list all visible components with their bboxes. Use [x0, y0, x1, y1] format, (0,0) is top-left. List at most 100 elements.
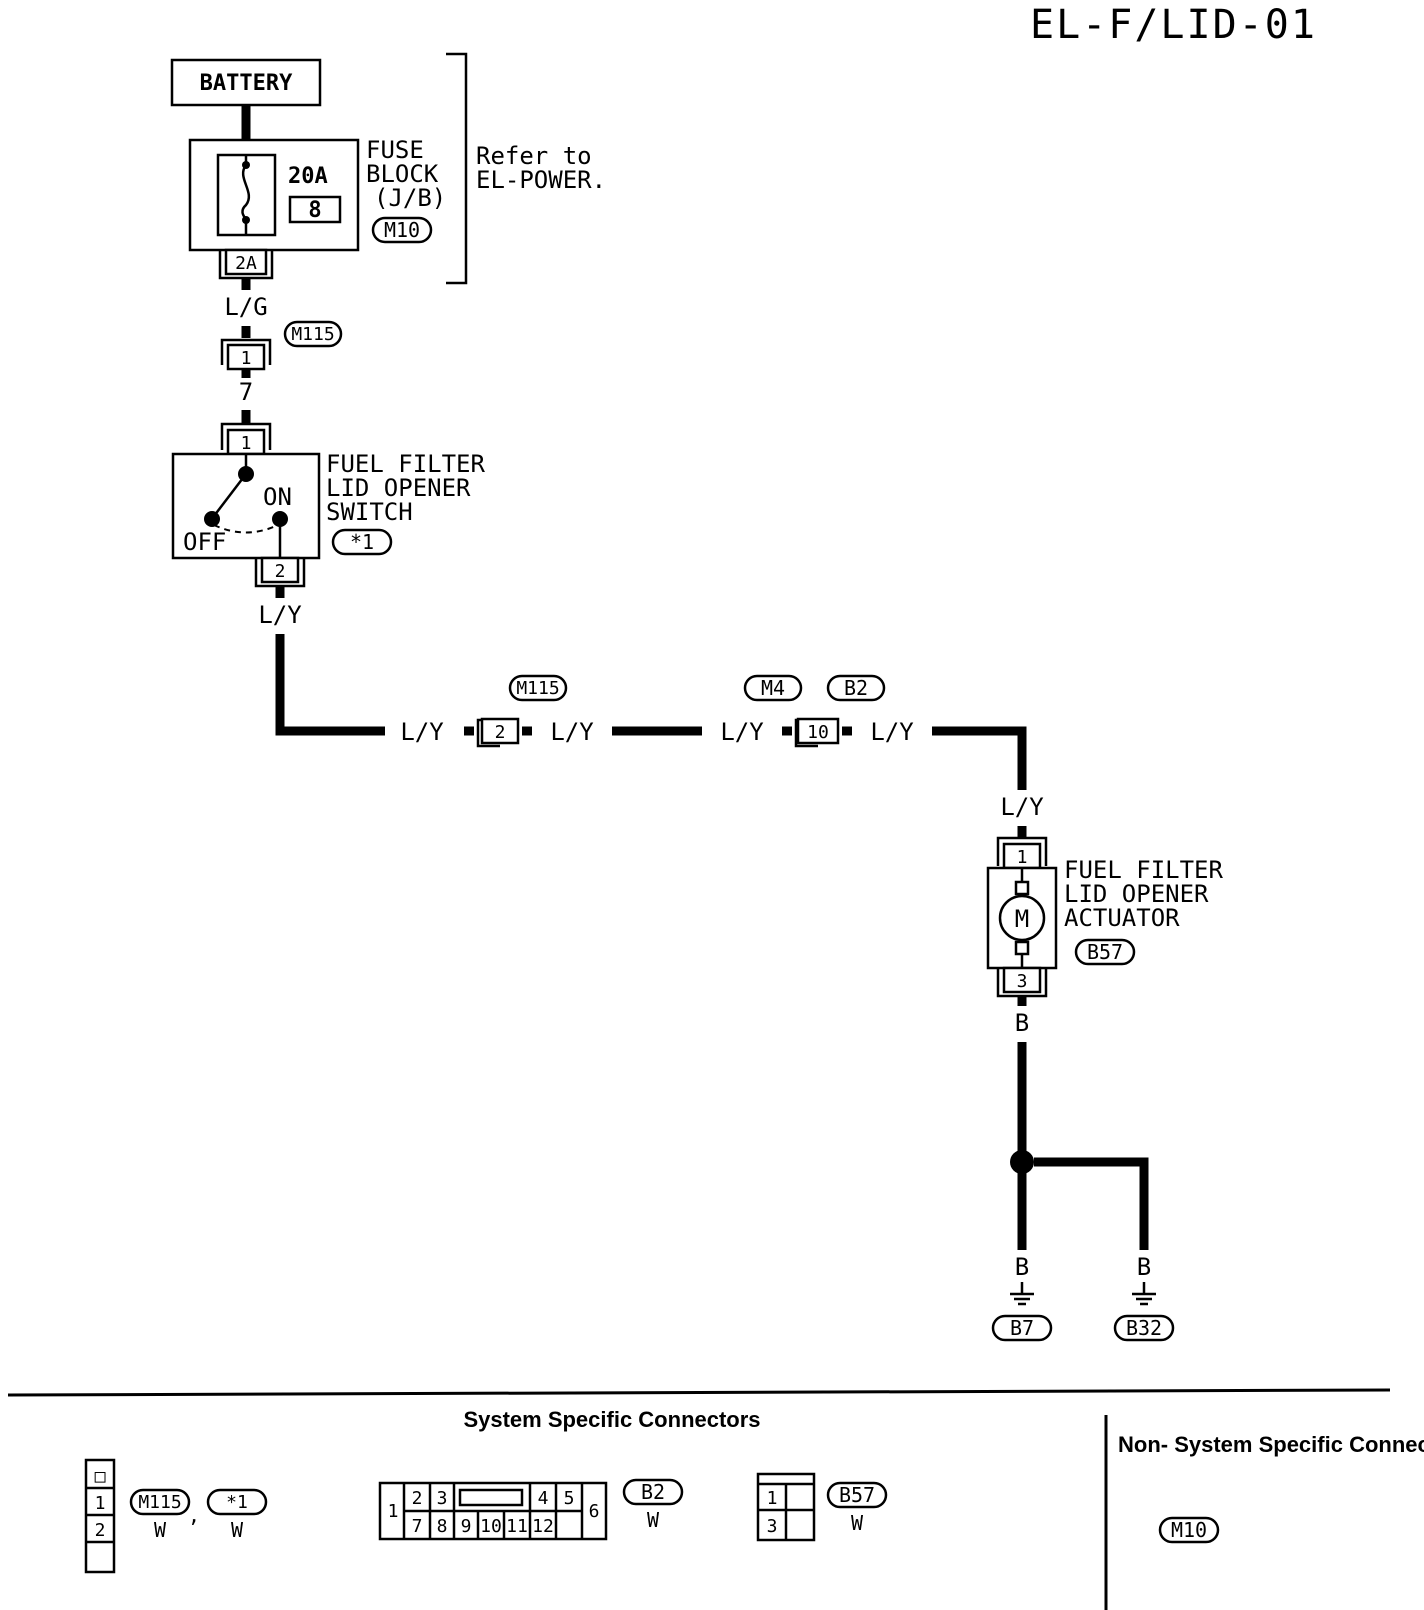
switch-connector-badge: [331, 528, 393, 556]
switch-off-label: OFF: [183, 528, 226, 556]
actuator-connector: B57: [1087, 940, 1123, 964]
legend-c3-pin3: 3: [767, 1516, 778, 1537]
legend-c3-id: B57: [839, 1483, 875, 1507]
legend-c2-badge: [622, 1478, 684, 1506]
m115-top-frame: [220, 338, 272, 365]
inline-m115-id: M115: [516, 678, 559, 699]
legend-c3-color: W: [851, 1511, 864, 1535]
switch-off-contact: [204, 511, 220, 527]
fuse-block-label-1: FUSE: [366, 136, 424, 164]
inline-m4b2-pin: 10: [807, 722, 829, 743]
switch-label-2: LID OPENER: [326, 474, 471, 502]
inline-b2-id: B2: [844, 676, 868, 700]
switch-pin-top: 1: [241, 433, 252, 454]
legend-c1-pin1: 1: [95, 1493, 106, 1514]
legend-c2-pin: 12: [532, 1516, 554, 1537]
diagram-title: EL-F/LID-01: [1030, 2, 1317, 48]
ground-icon-b7: [1010, 1282, 1034, 1306]
inline-m4-badge: [743, 674, 803, 702]
ground-b32: B32: [1126, 1316, 1162, 1340]
battery-box: [170, 58, 322, 107]
legend-c2-pin-right: 6: [589, 1501, 600, 1522]
fuse-terminal-box: [224, 248, 268, 276]
actuator-connector-badge: [1074, 938, 1136, 966]
wire-label-ly3: L/Y: [550, 718, 594, 746]
legend-c1-lock: □: [95, 1466, 106, 1487]
wire-label-b3: B: [1137, 1253, 1151, 1281]
legend-c2-pin: 7: [412, 1516, 423, 1537]
m115-mate-pin: 7: [239, 378, 253, 406]
legend-c2-pin: 10: [480, 1516, 502, 1537]
inline-m115-box: [480, 717, 520, 745]
m115-top-id: M115: [291, 324, 334, 345]
fuse-rating: 20A: [288, 164, 328, 189]
legend-m10-id: M10: [1171, 1518, 1207, 1542]
actuator-pin3-box: [1002, 966, 1042, 994]
switch-travel-path: [213, 524, 279, 534]
fuse-block-label-2: BLOCK: [366, 160, 439, 188]
switch-label-3: SWITCH: [326, 498, 413, 526]
wire-label-ly5: L/Y: [870, 718, 914, 746]
inline-m4-id: M4: [761, 676, 785, 700]
inline-m4b2-box: [796, 717, 840, 745]
refer-line-2: EL-POWER.: [476, 166, 606, 194]
legend-c2-color: W: [647, 1508, 660, 1532]
switch-pin-bottom: 2: [275, 561, 286, 582]
fuse-block-label-3: (J/B): [374, 184, 446, 212]
actuator-label-3: ACTUATOR: [1064, 904, 1180, 932]
battery-label: BATTERY: [200, 71, 293, 96]
motor-icon: [998, 894, 1046, 942]
fuse-block-connector: M10: [384, 218, 420, 242]
legend-divider: [7, 1388, 1391, 1397]
legend-c3-pin1: 1: [767, 1488, 778, 1509]
inline-m115-pin: 2: [495, 722, 506, 743]
switch-label-1: FUEL FILTER: [326, 450, 485, 478]
legend-c2-pin-left: 1: [388, 1501, 399, 1522]
legend-c2-pin: 9: [461, 1516, 472, 1537]
legend-c2-pin: 4: [538, 1488, 549, 1509]
refer-bracket: [446, 52, 468, 285]
wire-label-b1: B: [1015, 1009, 1029, 1037]
legend-c1-id-b: *1: [226, 1492, 248, 1513]
wire-switch-down: [275, 634, 385, 736]
ground-b7-badge: [991, 1314, 1053, 1342]
fuse-number-box: [288, 195, 342, 224]
legend-c1-color-b: W: [231, 1518, 244, 1542]
fuse-number: 8: [308, 198, 321, 223]
switch-on-label: ON: [263, 483, 292, 511]
legend-c2-pin: 8: [437, 1516, 448, 1537]
wire-label-ly2: L/Y: [400, 718, 444, 746]
legend-c1-badge-a: [129, 1488, 191, 1516]
legend-c2-id: B2: [641, 1480, 665, 1504]
fuse-block-connector-badge: [371, 216, 433, 244]
actuator-brush-bottom: [1014, 940, 1030, 956]
wire-to-actuator: [932, 726, 1027, 790]
wire-label-ly6: L/Y: [1000, 793, 1044, 821]
ground-b32-badge: [1113, 1314, 1175, 1342]
legend-c1-badge-b: [206, 1488, 268, 1516]
wire-label-lg: L/G: [224, 293, 267, 321]
actuator-pin1-frame: [996, 836, 1048, 866]
switch-pin1-frame: [220, 422, 272, 450]
motor-label: M: [1015, 905, 1029, 933]
legend-c2-pin: 3: [437, 1488, 448, 1509]
fuse-contact-bottom: [242, 216, 250, 224]
legend-c2: [378, 1481, 608, 1541]
m115-top-pin: 1: [241, 348, 252, 369]
actuator-label-2: LID OPENER: [1064, 880, 1209, 908]
switch-connector: *1: [350, 530, 374, 554]
legend-c1-sep: ,: [188, 1503, 200, 1527]
switch-blade: [213, 473, 247, 517]
actuator-pin-bottom: 3: [1017, 971, 1028, 992]
legend-c1-color-a: W: [154, 1518, 167, 1542]
legend-c2-pin: 5: [564, 1488, 575, 1509]
refer-line-1: Refer to: [476, 142, 592, 170]
wire-label-ly1: L/Y: [258, 601, 302, 629]
legend-c3-badge: [826, 1481, 888, 1509]
switch-pin2-box: [260, 556, 300, 584]
ground-splice: [1010, 1150, 1034, 1174]
wire-ground-branch: [1034, 1157, 1149, 1250]
system-connectors-title: System Specific Connectors: [463, 1407, 760, 1432]
inline-m115-badge: [508, 674, 568, 702]
